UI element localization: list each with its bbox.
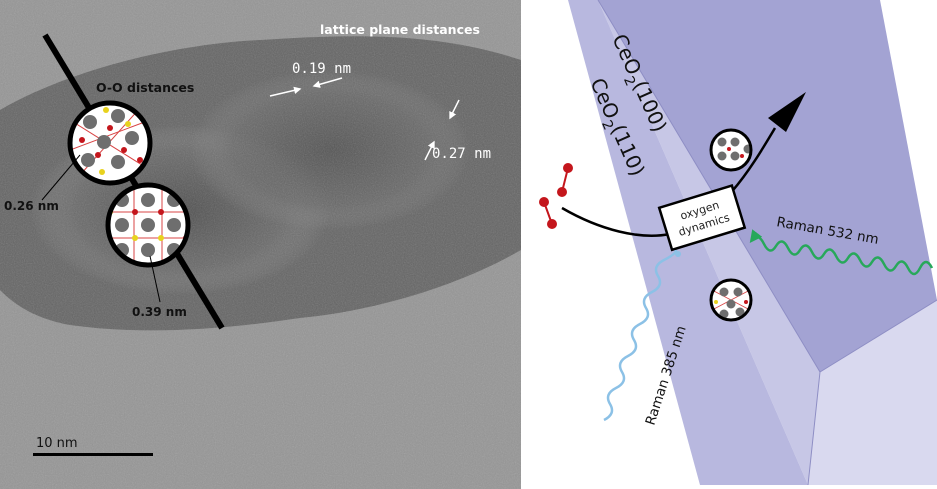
prism-end-face bbox=[808, 300, 937, 485]
oxygen-atom bbox=[137, 157, 143, 163]
highlight-atom bbox=[132, 235, 138, 241]
oxygen-atom bbox=[79, 137, 85, 143]
o2-atom bbox=[563, 163, 573, 173]
distance-027-label: 0.27 nm bbox=[432, 146, 491, 162]
cerium-atom bbox=[83, 115, 97, 129]
surface-110-atoms bbox=[709, 278, 753, 322]
cerium-atom bbox=[97, 135, 111, 149]
highlight-atom bbox=[125, 121, 131, 127]
arrow-019-left bbox=[269, 86, 302, 97]
cerium-atom bbox=[167, 218, 181, 232]
cerium-atom bbox=[115, 218, 129, 232]
callout-026-line bbox=[41, 154, 81, 201]
prism-edge bbox=[807, 371, 821, 486]
oo-inset-lower bbox=[105, 182, 191, 268]
oxygen-atom bbox=[107, 125, 113, 131]
cerium-atom bbox=[141, 193, 155, 207]
prism-top-face bbox=[598, 0, 937, 372]
oo-distances-title: O-O distances bbox=[96, 80, 194, 95]
cerium-atom bbox=[735, 307, 745, 317]
inset-lower-rim bbox=[105, 182, 191, 268]
arrow-019-right bbox=[312, 77, 343, 88]
oxygen-molecules bbox=[539, 163, 573, 229]
oxygen-atom bbox=[744, 300, 748, 304]
raman-385-beam bbox=[603, 249, 678, 422]
prism-side-face bbox=[598, 0, 820, 485]
cerium-atom bbox=[730, 137, 740, 147]
cerium-atom bbox=[125, 131, 139, 145]
inset-upper-rim bbox=[67, 100, 153, 186]
o2-atom bbox=[539, 197, 549, 207]
oxygen-atom bbox=[158, 209, 164, 215]
cerium-atom bbox=[733, 287, 743, 297]
cerium-atom bbox=[111, 109, 125, 123]
cerium-atom bbox=[141, 218, 155, 232]
cerium-atom bbox=[81, 153, 95, 167]
distance-019-label: 0.19 nm bbox=[292, 61, 351, 77]
cerium-atom bbox=[717, 137, 727, 147]
inset-upper-lattice bbox=[70, 107, 150, 176]
o2-atom bbox=[557, 187, 567, 197]
oxygen-atom bbox=[727, 147, 731, 151]
cerium-atom bbox=[111, 155, 125, 169]
oxygen-dynamics-box: oxygen dynamics bbox=[657, 183, 747, 252]
oxygen-atom bbox=[132, 209, 138, 215]
cerium-atom bbox=[730, 151, 740, 161]
highlight-atom bbox=[714, 300, 718, 304]
distance-039-label: 0.39 nm bbox=[132, 305, 187, 319]
scale-bar bbox=[33, 453, 153, 456]
cerium-atom bbox=[717, 151, 727, 161]
oxygen-flow-arrowhead bbox=[768, 92, 806, 132]
callout-039-line bbox=[149, 255, 161, 303]
oxygen-dynamics-frame bbox=[657, 183, 747, 252]
scale-bar-label: 10 nm bbox=[36, 436, 78, 451]
highlight-atom bbox=[158, 235, 164, 241]
o2-atom bbox=[547, 219, 557, 229]
oxygen-atom bbox=[121, 147, 127, 153]
highlight-atom bbox=[99, 169, 105, 175]
zone-axis-bar bbox=[42, 33, 225, 330]
cerium-atom bbox=[141, 243, 155, 257]
surface-100-rim bbox=[709, 128, 753, 172]
cerium-atom bbox=[726, 299, 736, 309]
arrow-027-top bbox=[449, 99, 460, 120]
surface-110-rim bbox=[709, 278, 753, 322]
bond-line bbox=[70, 119, 150, 151]
tem-image: lattice plane distances 0.19 nm 0.27 nm … bbox=[0, 0, 521, 489]
raman-385-tip bbox=[675, 251, 681, 257]
tem-grain bbox=[0, 0, 521, 489]
arrow-027-bottom bbox=[424, 140, 435, 161]
oo-inset-upper bbox=[67, 100, 153, 186]
prism-edge bbox=[819, 299, 937, 373]
surface-100-atoms bbox=[709, 128, 753, 172]
highlight-atom bbox=[103, 107, 109, 113]
oxygen-atom bbox=[95, 152, 101, 158]
cerium-atom bbox=[719, 287, 729, 297]
raman-532-beam bbox=[749, 229, 934, 276]
prism-edge bbox=[597, 0, 821, 373]
lattice-plane-title: lattice plane distances bbox=[320, 22, 480, 37]
distance-026-label: 0.26 nm bbox=[4, 199, 59, 213]
oxygen-atom bbox=[740, 154, 744, 158]
schematic-panel: CeO2(100) CeO2(110) bbox=[521, 0, 937, 489]
